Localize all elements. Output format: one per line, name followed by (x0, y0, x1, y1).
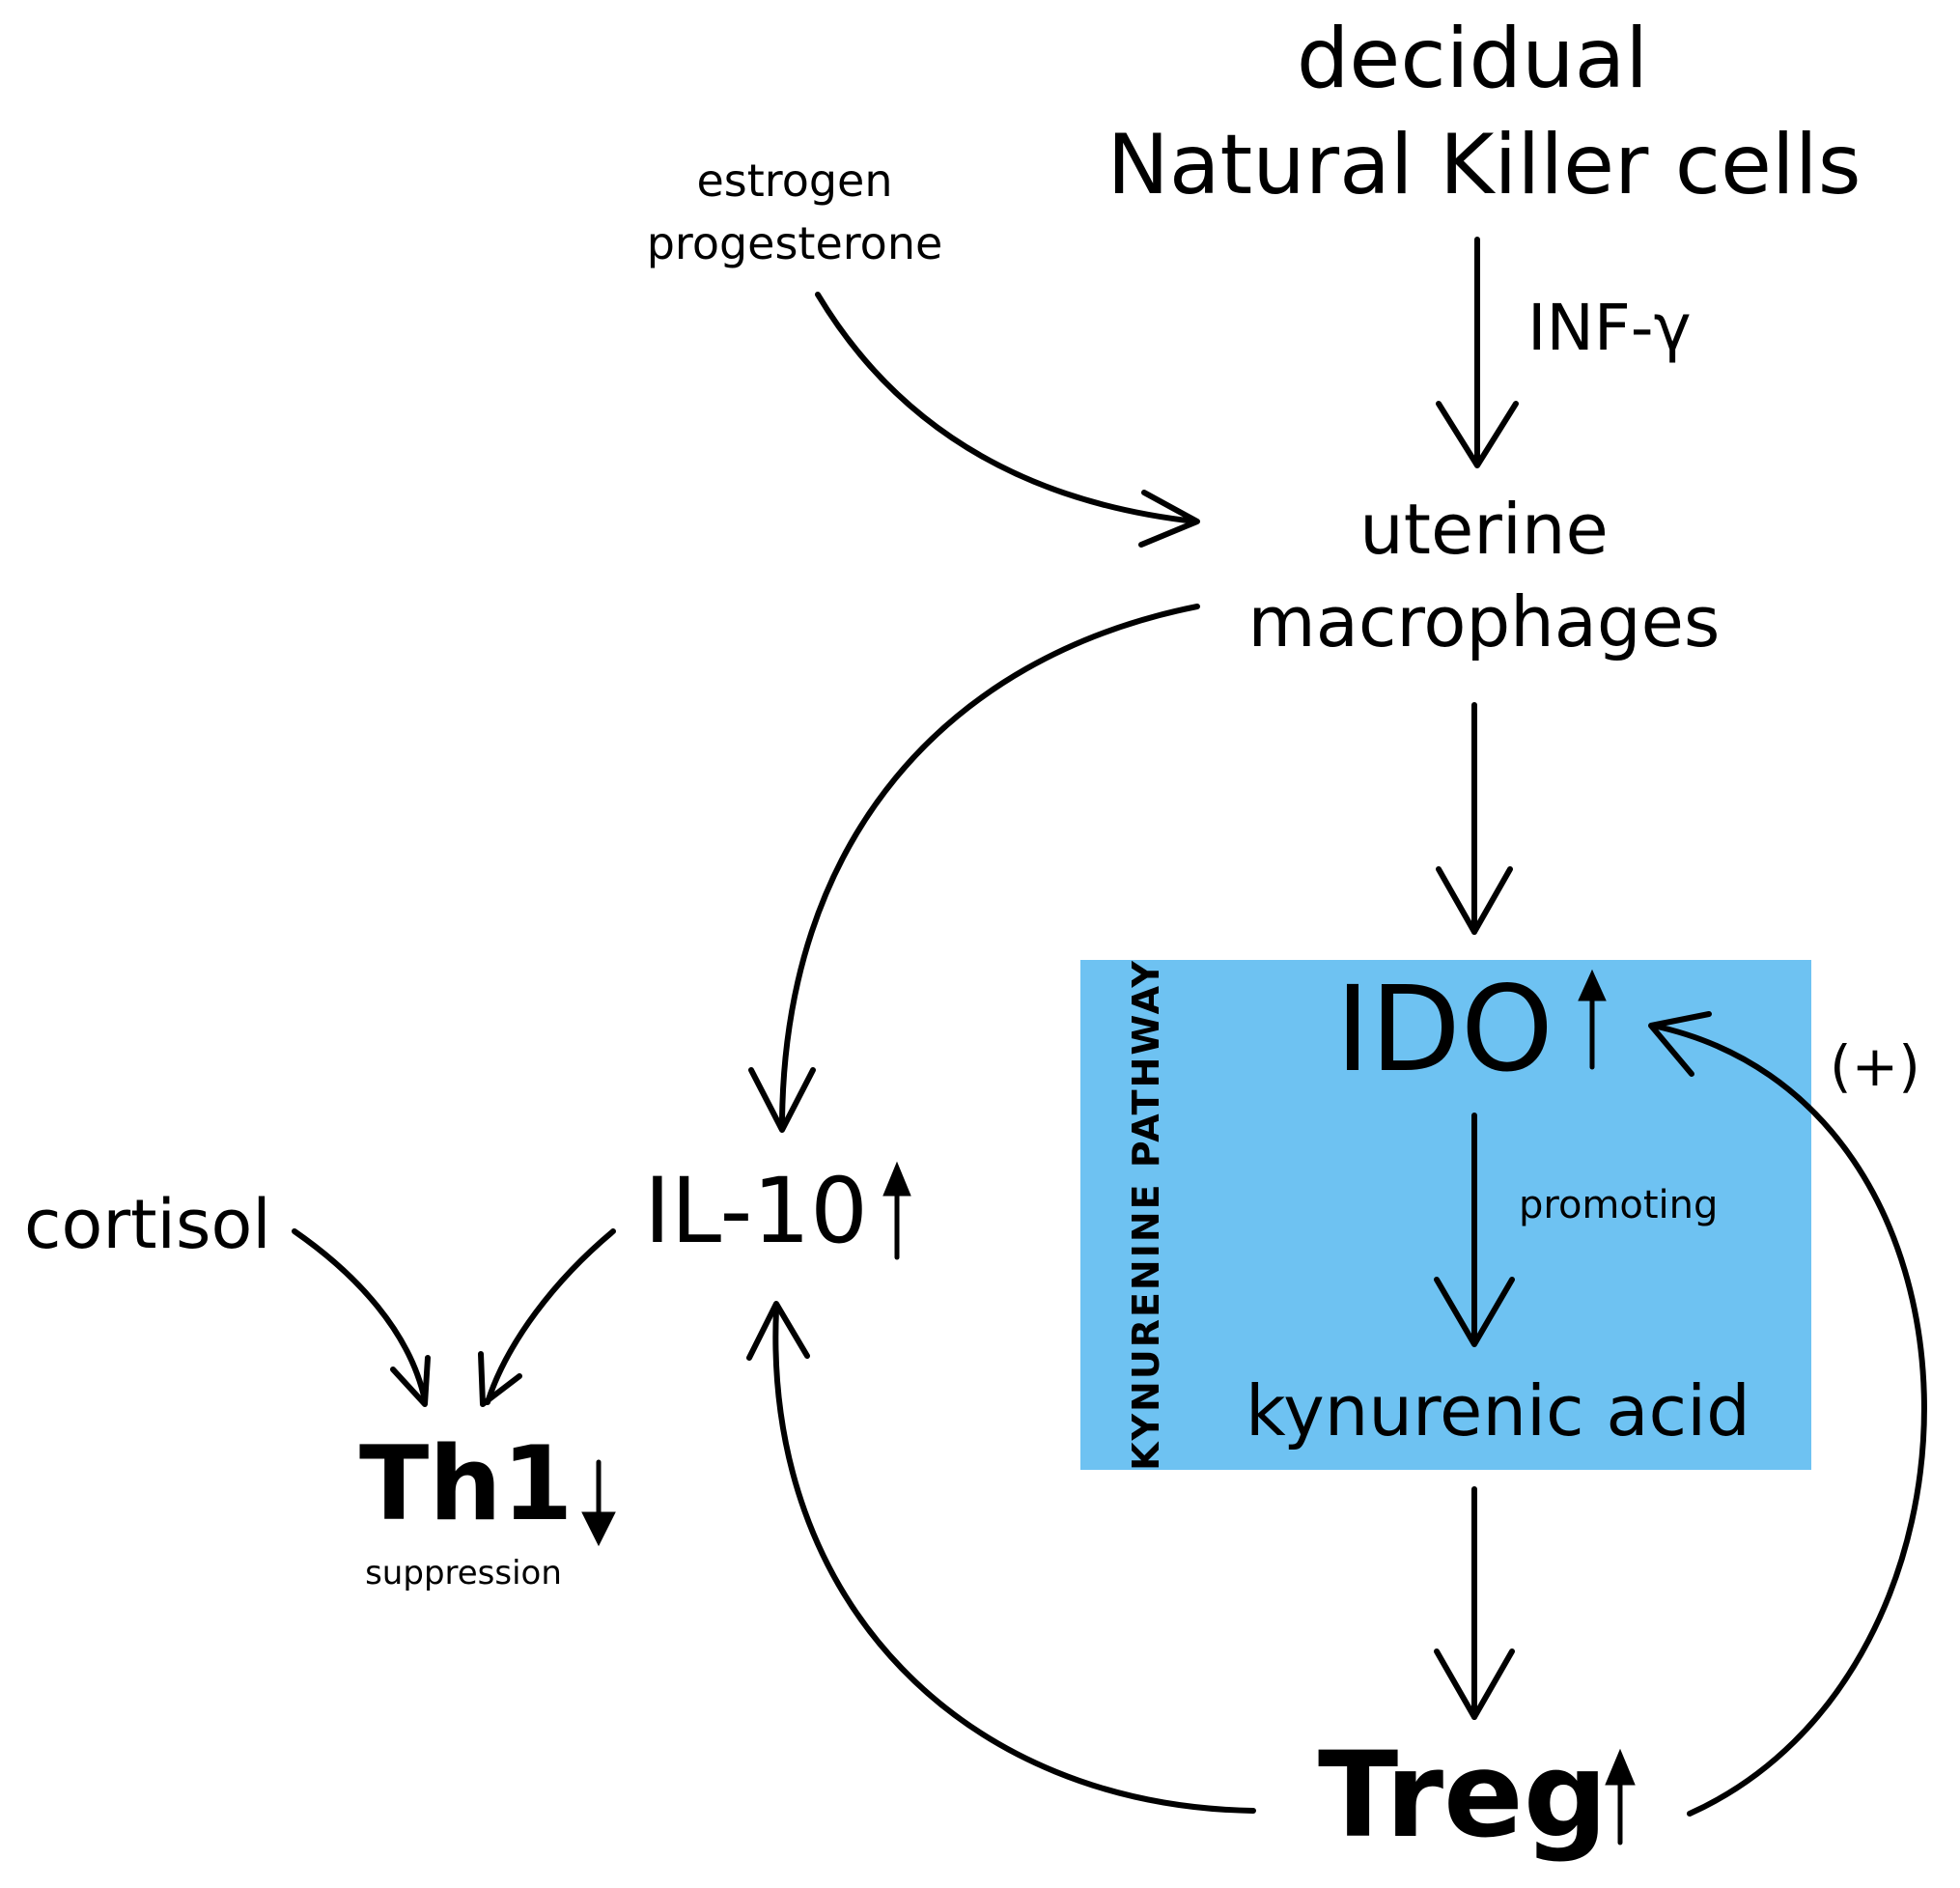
macrophages-label: macrophages (1247, 581, 1721, 662)
arrow-hormones-to-macrophages (815, 292, 1200, 548)
il10-label: IL-10 (644, 1159, 868, 1264)
promoting-label: promoting (1519, 1183, 1719, 1227)
kynurenine-pathway-box (1080, 960, 1811, 1470)
up-arrow-icon (882, 1161, 911, 1260)
estrogen-label: estrogen (696, 155, 893, 207)
arrow-macrophages-to-il10 (748, 604, 1200, 1133)
progesterone-label: progesterone (646, 217, 943, 269)
cortisol-label: cortisol (24, 1185, 271, 1264)
th1-label: Th1 (359, 1424, 574, 1543)
natural-killer-cells-label: Natural Killer cells (1106, 117, 1862, 213)
ido-label: IDO (1335, 961, 1554, 1098)
up-arrow-icon (1578, 969, 1607, 1070)
arrow-treg-to-il10 (746, 1301, 1256, 1814)
arrow-treg-feedback-to-ido (1648, 1011, 1927, 1817)
arrow-nk-to-macrophages (1436, 237, 1519, 468)
uterine-label: uterine (1359, 489, 1609, 570)
treg-label: Treg (1318, 1727, 1609, 1864)
arrow-il10-to-th1 (478, 1228, 616, 1407)
arrow-ido-to-kynurenic-acid (1434, 1113, 1515, 1347)
arrow-macrophages-to-ido (1436, 702, 1513, 935)
suppression-label: suppression (365, 1554, 562, 1592)
decidual-label: decidual (1296, 11, 1649, 107)
positive-feedback-label: (+) (1830, 1033, 1920, 1099)
kynurenine-pathway-label: KYNURENINE PATHWAY (1125, 959, 1167, 1471)
kynurenic-acid-label: kynurenic acid (1246, 1370, 1750, 1451)
down-arrow-icon (581, 1459, 616, 1547)
arrow-kynurenic-acid-to-treg (1434, 1486, 1515, 1720)
inf-gamma-label: INF-γ (1527, 291, 1692, 365)
up-arrow-icon (1605, 1748, 1636, 1846)
arrow-cortisol-to-th1 (292, 1228, 431, 1407)
